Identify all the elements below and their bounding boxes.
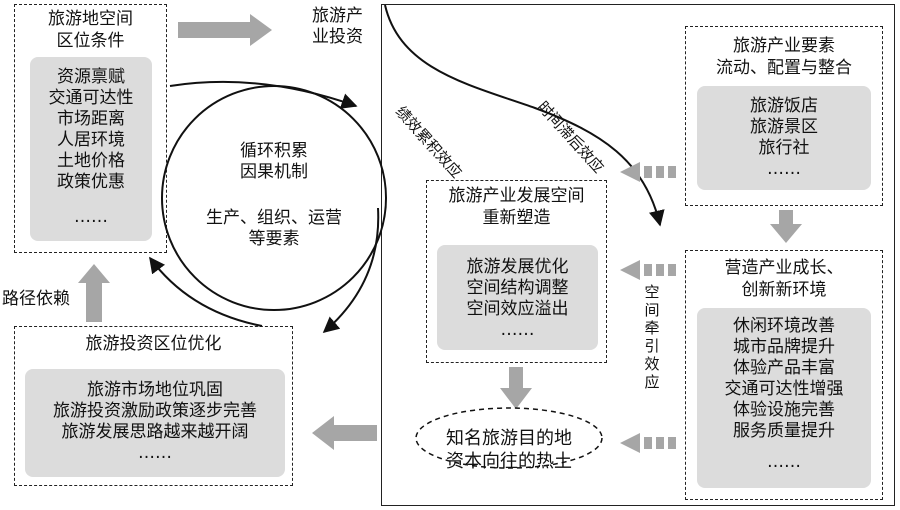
dashed-arrow-environment-to-destination [620, 433, 676, 453]
list-item: 旅游市场地位巩固 [87, 380, 223, 400]
gray-arrow-reshaping-to-destination [500, 367, 532, 409]
gray-arrow-elements-to-environment [770, 210, 802, 243]
path-dependency-label: 路径依赖 [2, 289, 70, 309]
list-item: …… [138, 443, 172, 463]
location-conditions-box [14, 4, 167, 253]
industry-elements-box [685, 26, 883, 206]
list-item: 空间效应溢出 [466, 299, 569, 319]
list-item: 休闲环境改善 [733, 316, 835, 336]
list-item: 旅游发展优化 [466, 257, 569, 277]
list-item: 资源禀赋 [57, 67, 125, 87]
location-optimization-box [14, 326, 293, 486]
list-item: 市场距离 [57, 109, 125, 129]
list-item: 体验设施完善 [733, 400, 835, 420]
effect-curve-arrow [384, 4, 665, 227]
arrow-location-to-circle [169, 80, 358, 109]
list-item: …… [767, 159, 801, 179]
arrow-optimization-to-circle [149, 256, 263, 327]
list-item: 城市品牌提升 [733, 337, 835, 357]
space-reshaping-list: 旅游发展优化 空间结构调整 空间效应溢出 …… [437, 257, 598, 341]
list-item: 旅游投资激励政策逐步完善 [53, 401, 257, 421]
investment-label: 旅游产 业投资 [312, 6, 363, 47]
industry-elements-list: 旅游饭店 旅游景区 旅行社 …… [697, 96, 871, 180]
destination-text: 知名旅游目的地 资本向往的热土 [446, 428, 572, 472]
list-item: 土地价格 [57, 151, 125, 171]
industry-environment-title: 营造产业成长、 创新新环境 [724, 258, 844, 300]
list-item: 旅游景区 [750, 117, 818, 137]
location-conditions-title: 旅游地空间 区位条件 [48, 9, 133, 51]
gray-arrow-environment-to-optimization [312, 416, 377, 450]
industry-elements-list-bg [697, 86, 871, 190]
list-item: 旅游发展思路越来越开阔 [61, 422, 249, 442]
list-item: …… [74, 207, 108, 227]
location-optimization-list: 旅游市场地位巩固 旅游投资激励政策逐步完善 旅游发展思路越来越开阔 …… [25, 380, 285, 464]
dashed-arrow-environment-to-reshaping [620, 260, 676, 280]
location-conditions-list: 资源禀赋 交通可达性 市场距离 人居环境 土地价格 政策优惠 …… [30, 67, 152, 228]
arrow-circle-to-optimization [322, 207, 380, 334]
list-item: 空间结构调整 [466, 278, 569, 298]
list-item: …… [767, 452, 801, 472]
space-reshaping-box [426, 180, 607, 363]
destination-ellipse [415, 407, 603, 469]
spatial-traction-label: 空 间 牵 引 效 应 [644, 283, 660, 391]
industry-elements-title: 旅游产业要素 流动、配置与整合 [716, 36, 852, 78]
gray-arrow-optimization-to-location [78, 264, 110, 322]
circle-title: 循环积累 因果机制 [240, 141, 308, 182]
industry-environment-box [685, 250, 883, 500]
location-optimization-list-bg [25, 369, 285, 477]
circle-subtitle: 生产、组织、运营 等要素 [206, 208, 342, 249]
list-item: 交通可达性增强 [724, 379, 844, 399]
location-conditions-list-bg [30, 57, 152, 241]
industry-environment-list-bg [697, 308, 871, 488]
list-item: 旅游饭店 [750, 96, 818, 116]
investment-effect-frame [381, 4, 895, 506]
list-item: 政策优惠 [57, 172, 125, 192]
gray-arrow-location-to-investment [178, 14, 272, 46]
list-item: 人居环境 [57, 130, 125, 150]
list-item: …… [500, 320, 535, 340]
list-item: 体验产品丰富 [733, 358, 835, 378]
industry-environment-list: 休闲环境改善 城市品牌提升 体验产品丰富 交通可达性增强 体验设施完善 服务质量… [697, 316, 871, 473]
space-reshaping-list-bg [437, 245, 598, 350]
location-optimization-title: 旅游投资区位优化 [85, 334, 222, 354]
list-item: 服务质量提升 [733, 421, 835, 441]
list-item: 交通可达性 [48, 88, 134, 108]
cumulative-causation-circle [161, 85, 387, 311]
space-reshaping-title: 旅游产业发展空间 重新塑造 [448, 186, 585, 228]
dashed-arrow-elements-to-reshaping [620, 162, 676, 182]
list-item: 旅行社 [758, 138, 810, 158]
